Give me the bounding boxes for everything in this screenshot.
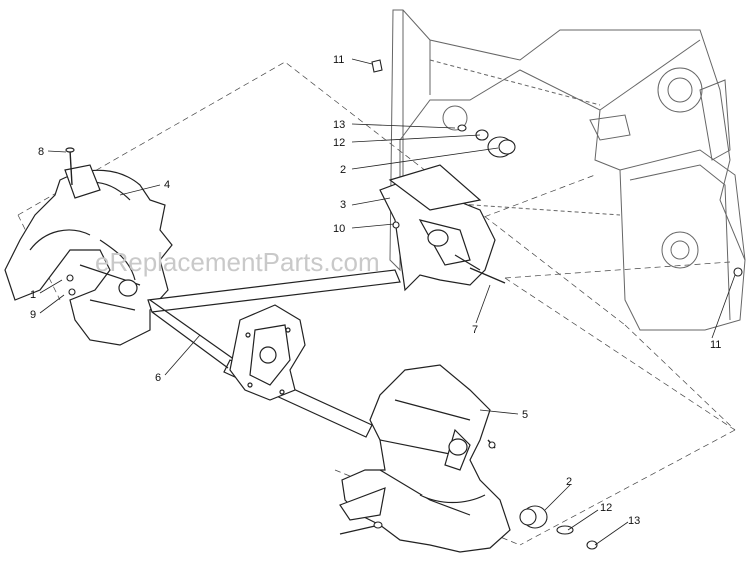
callout-7: 7 (472, 324, 478, 336)
leader-lines (39, 58, 736, 546)
callout-11-top: 11 (333, 54, 344, 66)
callout-4: 4 (164, 179, 170, 191)
auger-right (339, 364, 511, 553)
callout-3: 3 (340, 199, 346, 211)
callout-13-top: 13 (333, 119, 345, 131)
callout-11-right: 11 (710, 339, 721, 351)
callout-8: 8 (38, 146, 44, 158)
impeller (379, 164, 506, 292)
bearing-lower (519, 505, 598, 550)
callouts: 11 13 12 2 3 10 8 4 1 9 7 11 6 5 2 12 13 (30, 54, 721, 527)
callout-12-top: 12 (333, 137, 345, 149)
watermark-text: eReplacementParts.com (95, 247, 380, 277)
callout-13-bottom: 13 (628, 515, 640, 527)
callout-1: 1 (30, 289, 36, 301)
callout-12-bottom: 12 (600, 502, 612, 514)
callout-5: 5 (522, 409, 528, 421)
auger-left (4, 147, 173, 346)
callout-2-bottom: 2 (566, 476, 572, 488)
gearbox (229, 304, 306, 401)
callout-9: 9 (30, 309, 36, 321)
callout-6: 6 (155, 372, 161, 384)
fasteners (66, 59, 743, 535)
callout-10: 10 (333, 223, 345, 235)
callout-2-top: 2 (340, 164, 346, 176)
auger-housing (389, 9, 746, 331)
bearing-upper (457, 124, 516, 158)
